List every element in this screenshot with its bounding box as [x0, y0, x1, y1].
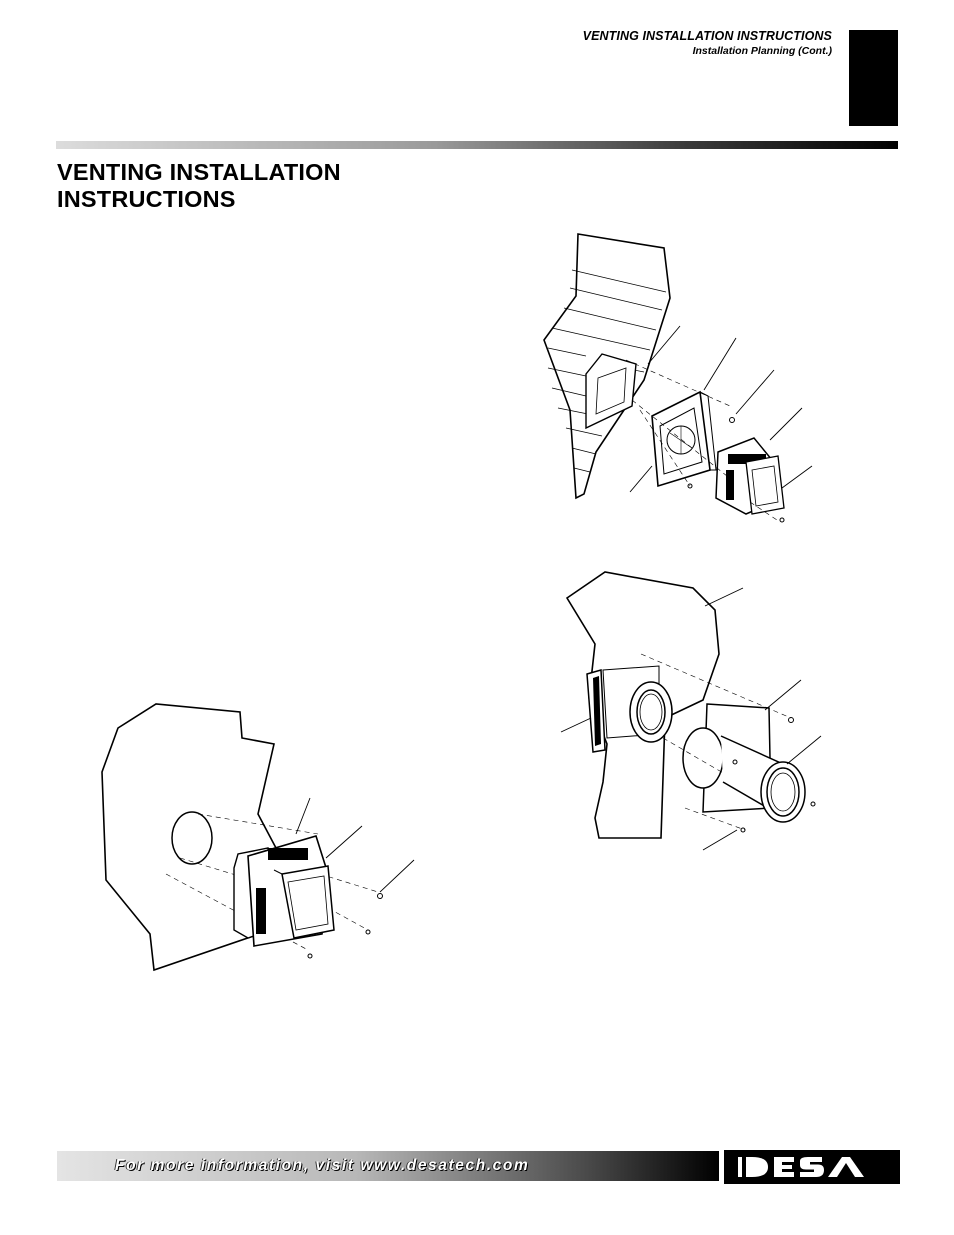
top-divider — [56, 141, 898, 149]
header-black-tab — [849, 30, 898, 126]
page-title-line2: INSTRUCTIONS — [57, 186, 236, 212]
desa-logo — [724, 1150, 900, 1184]
page-title: VENTING INSTALLATION INSTRUCTIONS — [57, 159, 341, 213]
figure-flat-wall-vent-cap — [101, 703, 415, 972]
header-text: VENTING INSTALLATION INSTRUCTIONS Instal… — [583, 29, 832, 57]
footer-bar: For more information, visit www.desatech… — [57, 1151, 719, 1181]
figure-masonry-vent-pipe — [560, 571, 822, 851]
header-subtitle: Installation Planning (Cont.) — [692, 45, 832, 57]
figure-siding-vent-cap — [543, 233, 813, 523]
page-title-line1: VENTING INSTALLATION — [57, 159, 341, 185]
header-title: VENTING INSTALLATION INSTRUCTIONS — [582, 29, 832, 43]
footer-link-text[interactable]: For more information, visit www.desatech… — [115, 1157, 530, 1174]
